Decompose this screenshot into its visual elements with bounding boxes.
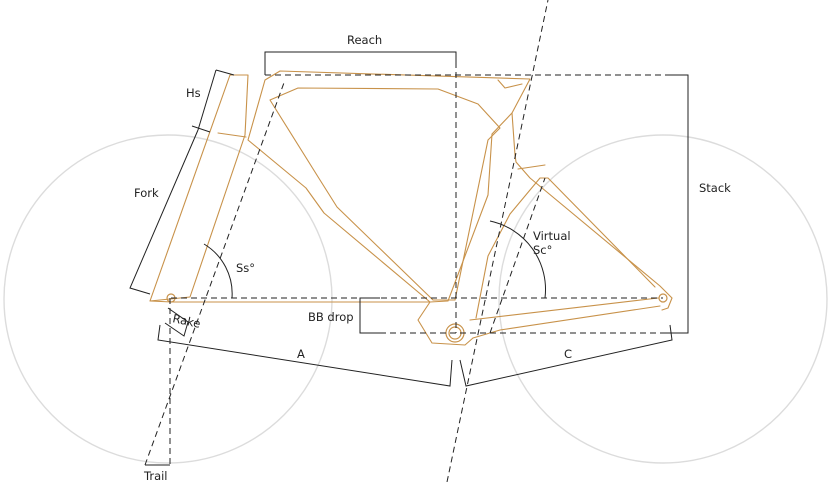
top-tube-cap bbox=[497, 79, 523, 89]
frame-outer bbox=[247, 70, 531, 303]
c-dimension bbox=[459, 324, 673, 387]
seat-stay-inner bbox=[475, 177, 656, 319]
reach-bracket bbox=[264, 51, 457, 75]
front-wheel bbox=[3, 134, 333, 464]
steering-axis bbox=[144, 79, 286, 466]
fork-bracket bbox=[129, 129, 199, 295]
a-dimension bbox=[157, 324, 453, 387]
chain-stay bbox=[469, 297, 661, 339]
rake-label: Rake bbox=[171, 311, 201, 331]
stay-accent bbox=[517, 164, 546, 170]
bb-drop-label: BB drop bbox=[308, 310, 354, 324]
frame-inner bbox=[269, 87, 501, 301]
rear-axle bbox=[658, 293, 668, 303]
stack-label: Stack bbox=[699, 181, 731, 195]
bb-drop-bracket bbox=[359, 297, 380, 334]
sc-angle-arc bbox=[489, 220, 547, 299]
virtual-label: Virtual bbox=[533, 229, 571, 243]
ss-angle-label: Ss° bbox=[236, 261, 255, 275]
a-label: A bbox=[297, 347, 305, 361]
ss-angle-arc bbox=[203, 243, 233, 299]
virtual-seat-line bbox=[489, 177, 546, 334]
hs-bracket bbox=[191, 69, 235, 133]
reach-label: Reach bbox=[347, 33, 382, 47]
hs-label: Hs bbox=[186, 86, 201, 100]
rear-wheel bbox=[498, 134, 828, 464]
seat-axis bbox=[446, 0, 549, 482]
fork-outline bbox=[149, 74, 249, 302]
fork-label: Fork bbox=[134, 186, 159, 200]
sc-angle-label: Sc° bbox=[533, 243, 552, 257]
c-label: C bbox=[564, 347, 572, 361]
stack-bracket bbox=[665, 74, 689, 334]
trail-label: Trail bbox=[143, 469, 168, 482]
rake-box bbox=[164, 307, 189, 337]
head-tube-line bbox=[217, 132, 247, 138]
